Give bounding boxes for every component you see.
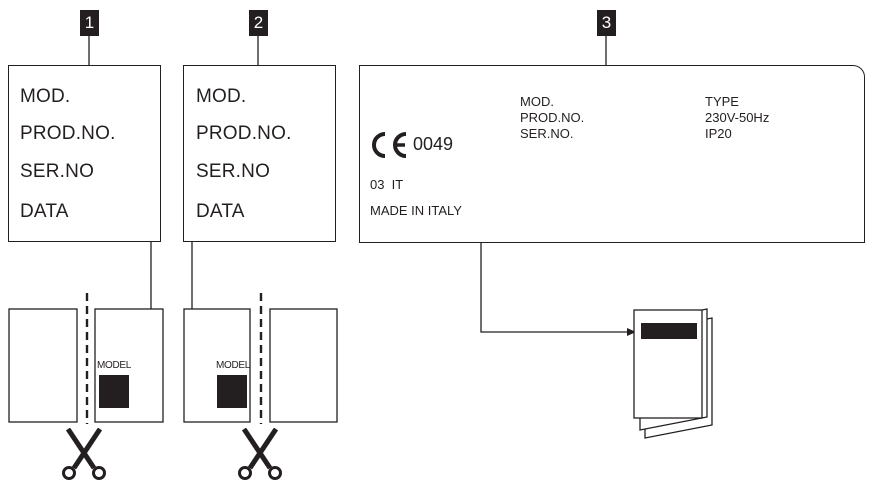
ce-number: 0049	[413, 134, 454, 154]
label-line: DATA	[20, 201, 69, 222]
made-in: MADE IN ITALY	[370, 203, 462, 218]
sticker-model-text: MODEL	[216, 360, 251, 371]
rating-label-2: MOD. PROD.NO. SER.NO DATA	[183, 65, 336, 242]
rating-label-3: 0049 03 IT MADE IN ITALY MOD. PROD.NO. S…	[359, 65, 865, 243]
label-value: TYPE	[705, 94, 739, 109]
badge-3: 3	[597, 10, 616, 36]
label-line: PROD.NO.	[20, 123, 116, 144]
label-line: MOD.	[20, 86, 71, 107]
label-field: PROD.NO.	[520, 110, 585, 125]
label-field: MOD.	[520, 94, 554, 109]
scissors-icon	[238, 428, 282, 480]
label-value: IP20	[705, 126, 732, 141]
year-country: 03 IT	[370, 177, 404, 192]
label-field: SER.NO.	[520, 126, 574, 141]
label-line: MOD.	[196, 86, 247, 107]
badge-2: 2	[249, 10, 268, 36]
ce-mark-icon	[372, 132, 407, 158]
label-value: 230V-50Hz	[705, 110, 770, 125]
scissors-icon	[62, 428, 106, 480]
label-line: SER.NO	[20, 161, 95, 182]
rating-label-1: MOD. PROD.NO. SER.NO DATA	[8, 65, 161, 242]
sticker-model-text: MODEL	[97, 360, 132, 371]
label-line: SER.NO	[196, 161, 271, 182]
badge-1: 1	[80, 10, 99, 36]
label-line: DATA	[196, 201, 245, 222]
label-line: PROD.NO.	[196, 123, 292, 144]
